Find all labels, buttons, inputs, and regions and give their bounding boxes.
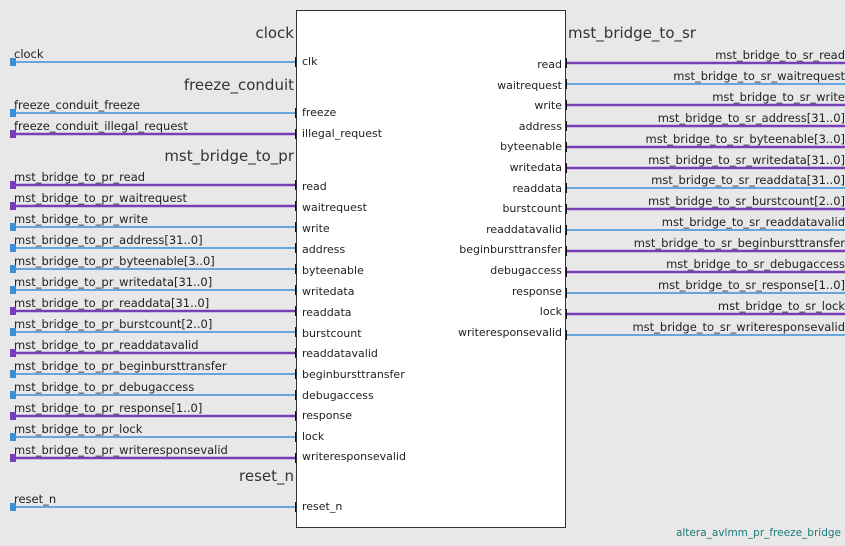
signal-label: mst_bridge_to_pr_write [14, 212, 149, 226]
pin-stub [10, 202, 16, 210]
pin-stub [10, 307, 16, 315]
port-label: readdata [302, 306, 352, 319]
pin-stub [10, 223, 16, 231]
signal-label: mst_bridge_to_sr_byteenable[3..0] [645, 132, 845, 146]
left-interface-label: clock [255, 24, 294, 42]
port-label: beginbursttransfer [302, 368, 405, 381]
pin-stub [10, 130, 16, 138]
pin-stub [10, 503, 16, 511]
port-label: address [518, 120, 562, 133]
signal-label: mst_bridge_to_sr_response[1..0] [657, 278, 845, 292]
port-label: lock [539, 305, 562, 318]
left-interface-label: freeze_conduit [183, 76, 294, 94]
port-label: response [302, 409, 352, 422]
pin-stub [10, 433, 16, 441]
signal-label: mst_bridge_to_pr_debugaccess [14, 380, 195, 394]
port-label: writeresponsevalid [458, 326, 562, 339]
signal-label: mst_bridge_to_sr_lock [717, 299, 845, 313]
port-label: response [512, 285, 562, 298]
port-label: writeresponsevalid [302, 450, 406, 463]
port-label: read [302, 180, 327, 193]
pin-stub [10, 244, 16, 252]
port-label: byteenable [302, 264, 364, 277]
port-label: read [537, 58, 562, 71]
pin-stub [10, 58, 16, 66]
port-label: debugaccess [302, 389, 374, 402]
pin-stub [10, 286, 16, 294]
port-label: burstcount [502, 202, 562, 215]
right-interface-label: mst_bridge_to_sr [568, 24, 696, 42]
port-label: waitrequest [302, 201, 367, 214]
signal-label: mst_bridge_to_sr_readdata[31..0] [651, 173, 845, 187]
signal-label: mst_bridge_to_sr_readdatavalid [661, 215, 845, 229]
port-label: waitrequest [497, 79, 562, 92]
signal-label: mst_bridge_to_pr_readdata[31..0] [14, 296, 210, 310]
signal-label: reset_n [14, 492, 57, 506]
signal-label: freeze_conduit_freeze [14, 98, 141, 112]
signal-label: mst_bridge_to_pr_burstcount[2..0] [14, 317, 213, 331]
pin-stub [10, 181, 16, 189]
left-interface-label: mst_bridge_to_pr [164, 147, 294, 165]
port-label: writedata [509, 161, 562, 174]
port-label: readdatavalid [302, 347, 378, 360]
port-label: reset_n [302, 500, 343, 513]
signal-label: mst_bridge_to_pr_read [14, 170, 146, 184]
signal-label: mst_bridge_to_sr_address[31..0] [657, 111, 845, 125]
signal-label: mst_bridge_to_pr_address[31..0] [14, 233, 203, 247]
signal-label: mst_bridge_to_sr_burstcount[2..0] [647, 194, 845, 208]
signal-label: mst_bridge_to_pr_lock [14, 422, 143, 436]
signal-label: mst_bridge_to_sr_writedata[31..0] [648, 153, 845, 167]
signal-label: mst_bridge_to_pr_beginbursttransfer [14, 359, 227, 373]
signal-label: mst_bridge_to_pr_waitrequest [14, 191, 188, 205]
pin-stub [10, 349, 16, 357]
signal-label: mst_bridge_to_pr_readdatavalid [14, 338, 199, 352]
freeze-bridge-block[interactable] [296, 10, 566, 528]
port-label: write [302, 222, 330, 235]
port-label: illegal_request [302, 127, 383, 140]
signal-label: mst_bridge_to_sr_writeresponsevalid [632, 320, 845, 334]
pin-stub [10, 265, 16, 273]
pin-stub [10, 412, 16, 420]
port-label: address [302, 243, 346, 256]
port-label: beginbursttransfer [459, 243, 562, 256]
signal-label: mst_bridge_to_sr_beginbursttransfer [633, 236, 845, 250]
port-label: write [534, 99, 562, 112]
pin-stub [10, 370, 16, 378]
signal-label: freeze_conduit_illegal_request [14, 119, 188, 133]
port-label: freeze [302, 106, 337, 119]
pin-stub [10, 109, 16, 117]
pin-stub [10, 328, 16, 336]
signal-label: mst_bridge_to_sr_debugaccess [666, 257, 845, 271]
port-label: readdatavalid [486, 223, 562, 236]
signal-label: mst_bridge_to_sr_write [712, 90, 845, 104]
signal-label: mst_bridge_to_pr_writedata[31..0] [14, 275, 213, 289]
port-label: debugaccess [490, 264, 562, 277]
signal-label: mst_bridge_to_pr_response[1..0] [14, 401, 203, 415]
component-name: altera_avlmm_pr_freeze_bridge [675, 527, 841, 539]
signal-label: mst_bridge_to_sr_waitrequest [673, 69, 845, 83]
signal-label: mst_bridge_to_pr_writeresponsevalid [14, 443, 228, 457]
pin-stub [10, 454, 16, 462]
signal-label: mst_bridge_to_pr_byteenable[3..0] [14, 254, 215, 268]
signal-label: mst_bridge_to_sr_read [715, 48, 845, 62]
port-label: writedata [302, 285, 355, 298]
port-label: lock [302, 430, 325, 443]
port-label: burstcount [302, 327, 362, 340]
left-interface-label: reset_n [239, 467, 294, 485]
pin-stub [10, 391, 16, 399]
port-label: readdata [512, 182, 562, 195]
signal-label: clock [14, 47, 44, 61]
port-label: byteenable [500, 140, 562, 153]
port-label: clk [302, 55, 318, 68]
